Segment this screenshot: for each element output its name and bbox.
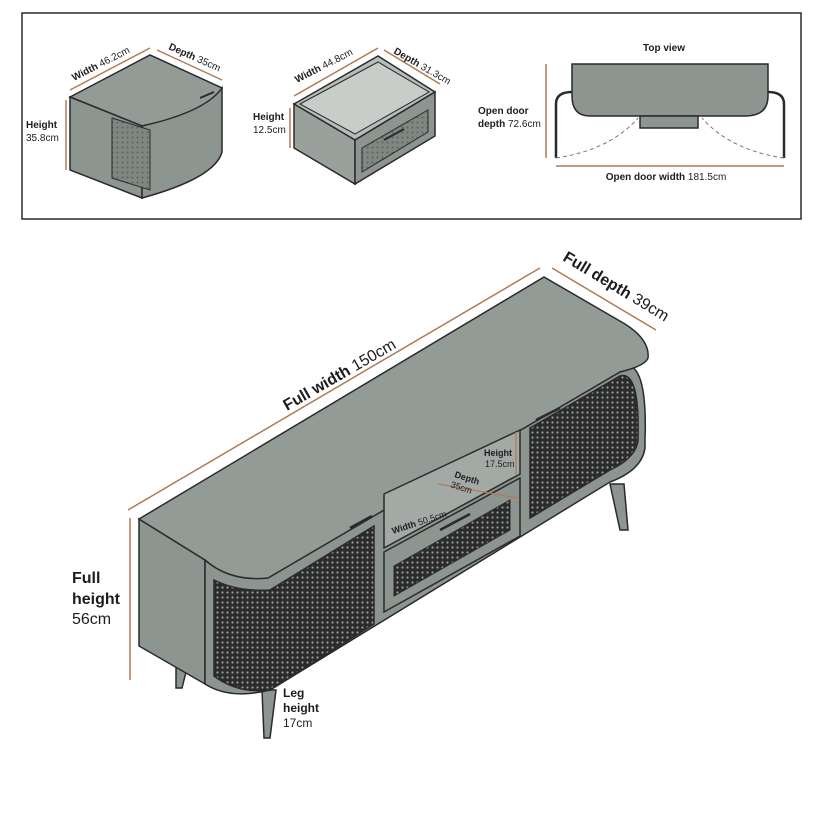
full-height-line2: height xyxy=(72,591,121,608)
full-height-value: 56cm xyxy=(72,611,111,628)
cupboard-drawing xyxy=(65,47,223,200)
top-view-right-swing xyxy=(701,117,785,159)
top-view-left-swing xyxy=(555,117,639,159)
drawer-mesh-panel xyxy=(361,109,429,173)
open-depth-line1: Open door xyxy=(478,106,529,117)
tv-unit-drawing xyxy=(127,267,657,739)
cupboard-mesh-door xyxy=(111,117,151,191)
drawer-depth-dim-line xyxy=(383,49,441,85)
leg-front-right xyxy=(609,483,629,531)
leg-height-value: 17cm xyxy=(283,716,312,730)
leg-height-line2: height xyxy=(283,701,319,715)
drawer-height-word: Height xyxy=(253,112,285,123)
drawer-depth-inner-line xyxy=(437,483,519,499)
right-door-handle xyxy=(535,406,561,422)
drawer-height-value: 12.5cm xyxy=(253,125,286,136)
drawer-box-inner xyxy=(298,61,430,135)
cupboard-width-dim-line xyxy=(69,47,151,91)
top-view-title: Top view xyxy=(643,43,685,54)
drawer-inner-height-value: 17.5cm xyxy=(485,459,515,469)
drawer-inner-height-word: Height xyxy=(484,448,512,458)
cupboard-handle xyxy=(199,91,215,99)
cupboard-depth-dim-line xyxy=(156,49,223,81)
full-depth-dim-line xyxy=(551,267,657,331)
drawer-handle xyxy=(383,128,405,141)
top-view-cabinet xyxy=(571,63,769,117)
drawer-drawing xyxy=(289,47,441,186)
open-width-label: Open door width 181.5cm xyxy=(606,172,727,183)
leg-front-left xyxy=(261,689,277,739)
open-depth-line2: depth 72.6cm xyxy=(478,119,541,130)
main-drawer-handle xyxy=(439,512,471,532)
top-view-drawer xyxy=(639,115,699,129)
top-view-left-door xyxy=(554,90,573,158)
top-view-drawing xyxy=(545,63,786,167)
full-width-dim-line xyxy=(127,267,541,511)
drawer-width-dim-line xyxy=(293,47,379,97)
top-view-right-door xyxy=(767,90,786,158)
drawer-opening xyxy=(383,428,521,550)
main-drawer-mesh xyxy=(393,499,511,597)
left-door-handle xyxy=(349,514,373,530)
right-mesh-door xyxy=(529,374,639,520)
unit-top xyxy=(137,276,649,580)
cupboard-side xyxy=(141,85,223,199)
cupboard-height-value: 35.8cm xyxy=(26,133,59,144)
full-height-line1: Full xyxy=(72,570,100,587)
cupboard-height-word: Height xyxy=(26,120,58,131)
left-mesh-door xyxy=(213,524,375,692)
leg-height-line1: Leg xyxy=(283,686,304,700)
